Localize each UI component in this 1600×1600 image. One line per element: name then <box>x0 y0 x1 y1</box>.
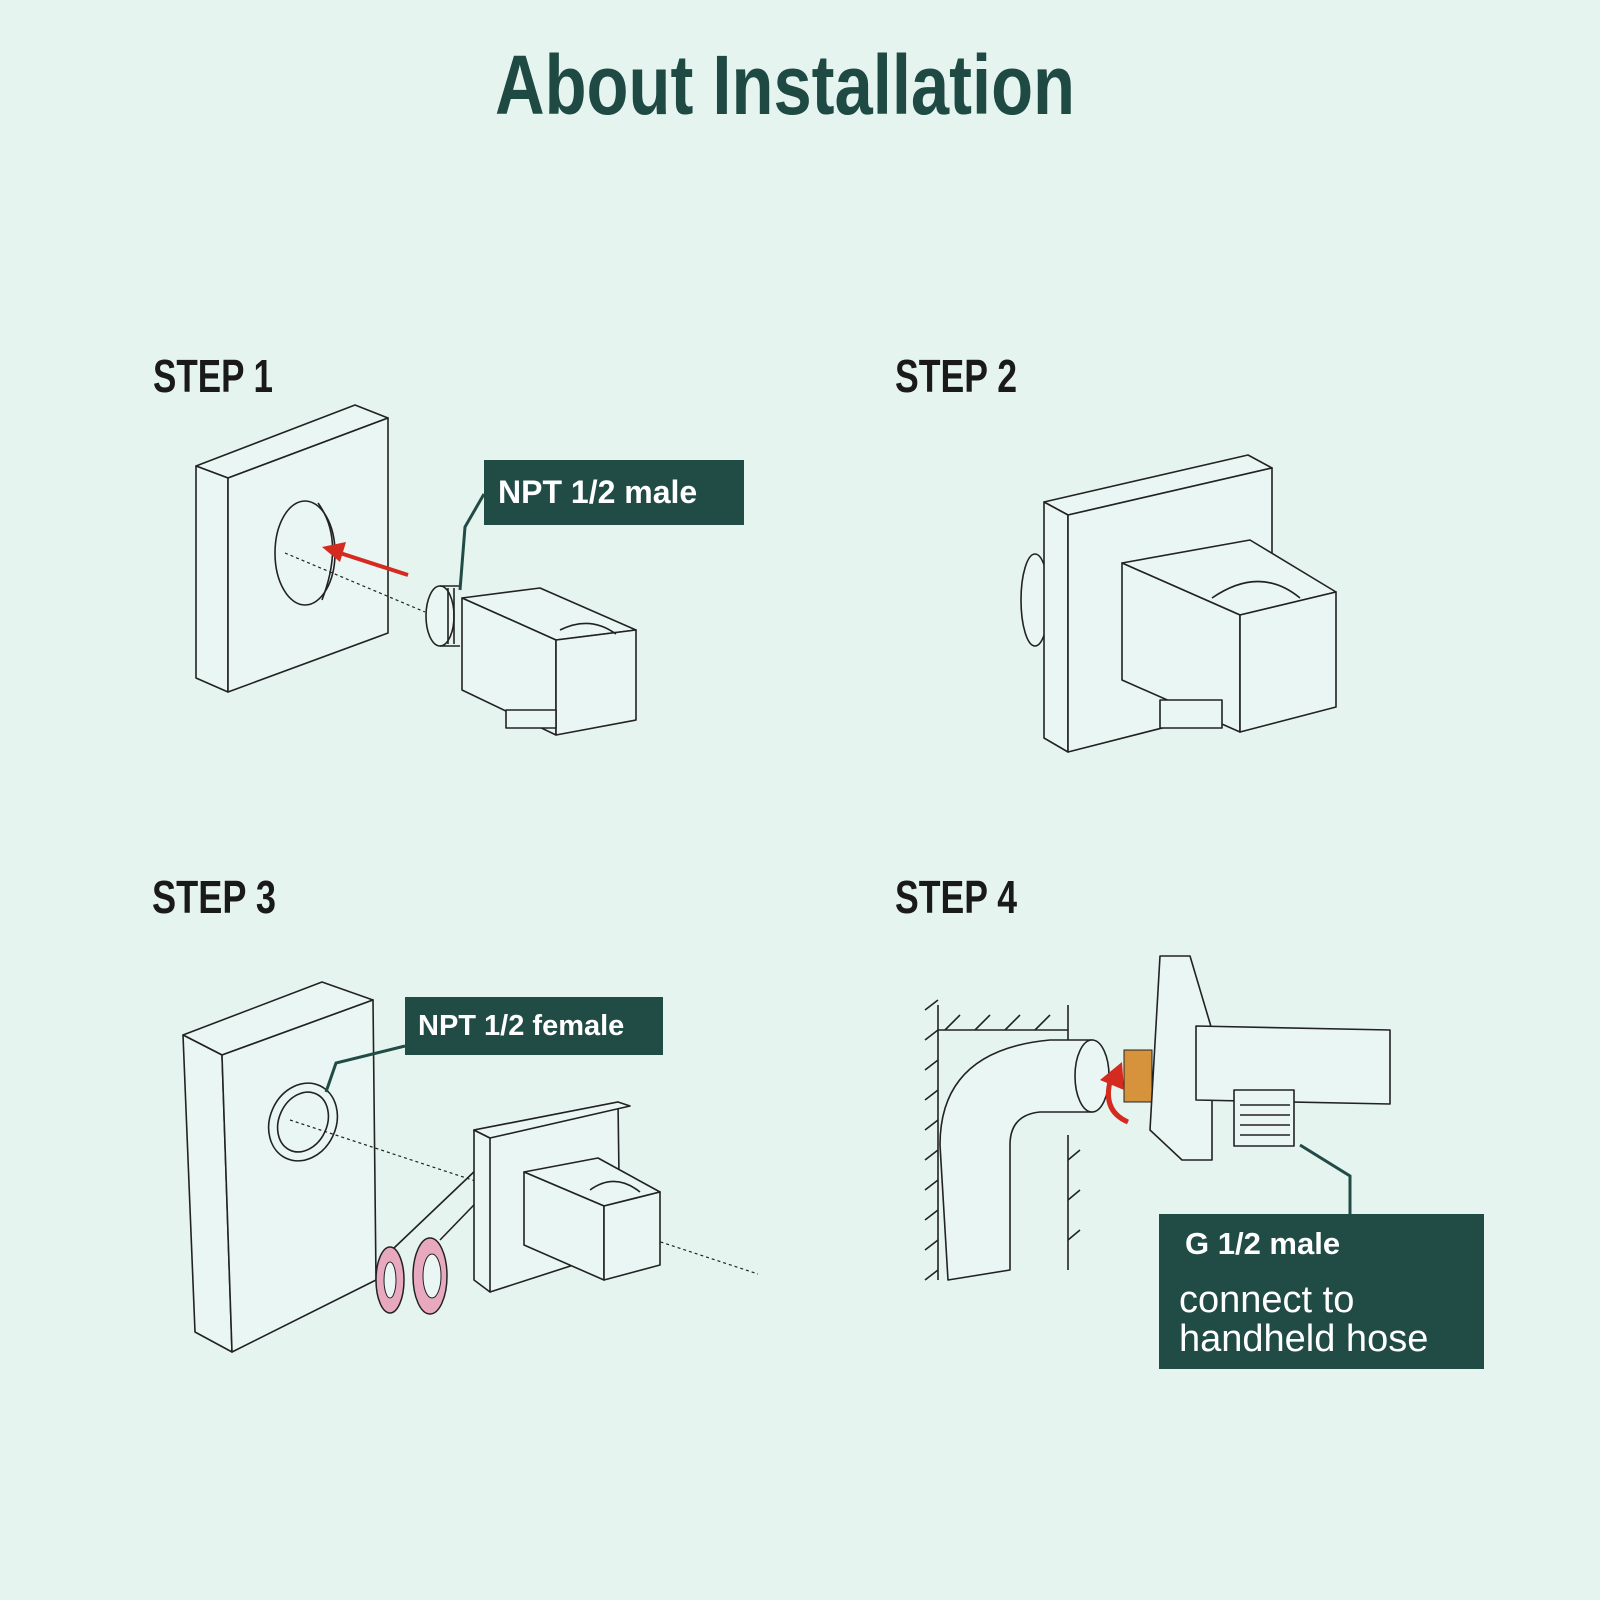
label-npt-female-text: NPT 1/2 female <box>418 1010 624 1042</box>
label-npt-male <box>484 460 744 525</box>
red-rotate-arrow-icon <box>1100 1062 1130 1125</box>
bracket-side-view <box>1195 1025 1391 1105</box>
step-2-heading: STEP 2 <box>895 350 1017 402</box>
step-1: STEP 1 NPT 1/2 male <box>153 350 744 736</box>
step-3-heading: STEP 3 <box>152 871 276 923</box>
wall-section <box>924 999 1110 1281</box>
brass-thread <box>1123 1049 1153 1103</box>
outlet-thread <box>1159 699 1223 729</box>
label-npt-female <box>405 997 663 1055</box>
label-connect-to: connect to <box>1179 1279 1354 1321</box>
washer-icon <box>375 1167 501 1315</box>
g-thread <box>1233 1089 1295 1147</box>
plate-side-view <box>1149 955 1213 1161</box>
wall-plate <box>195 404 389 693</box>
label-npt-male-text: NPT 1/2 male <box>498 474 697 510</box>
step-4-heading: STEP 4 <box>895 871 1017 923</box>
wall-elbow-bracket <box>425 585 637 736</box>
bracket-side <box>1239 591 1337 733</box>
step-1-heading: STEP 1 <box>153 350 273 402</box>
plate-side <box>1043 501 1069 753</box>
red-arrow-icon <box>322 542 409 577</box>
step-2: STEP 2 <box>895 350 1337 753</box>
label-handheld-hose: handheld hose <box>1179 1318 1428 1360</box>
step-4: STEP 4 G 1/2 male connect to handheld ho… <box>895 871 1484 1369</box>
label-g-male-text: G 1/2 male <box>1185 1226 1340 1261</box>
step-3: STEP 3 NPT 1/2 female <box>152 871 759 1353</box>
page-title: About Installation <box>495 38 1075 132</box>
label-g-male <box>1159 1214 1484 1369</box>
